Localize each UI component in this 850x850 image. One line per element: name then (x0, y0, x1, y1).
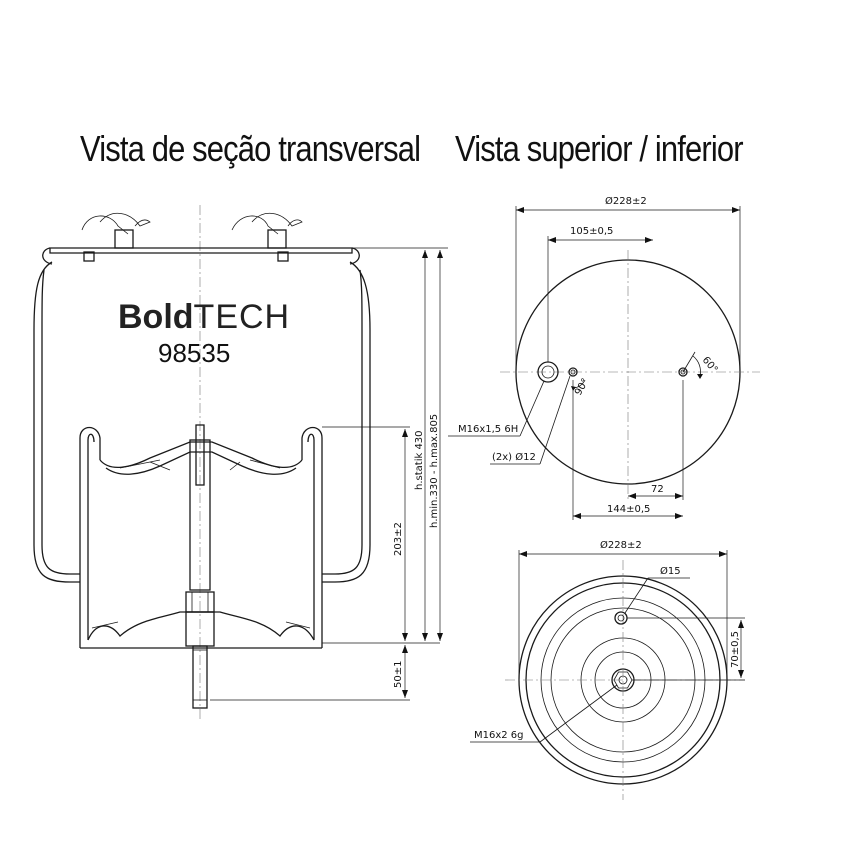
piston-bottom-profile (87, 611, 315, 641)
label-m16-thread: M16x1,5 6H (458, 424, 518, 435)
dim-105: 105±0,5 (570, 226, 613, 237)
clip-right (231, 213, 303, 235)
hole-12-right (678, 367, 688, 377)
piston-walls-inner (87, 433, 315, 640)
bellows-outer-right (322, 261, 371, 583)
bellows-outer-left (33, 261, 80, 583)
rod-top (195, 424, 205, 486)
dim-72: 72 (651, 484, 664, 495)
stud-right (277, 251, 289, 262)
center-rod-upper (189, 439, 211, 591)
m16-hole (537, 361, 559, 383)
dim-statik: h.statik 430 (414, 430, 425, 490)
part-number: 98535 (158, 338, 230, 368)
bottom-dia: Ø228±2 (600, 539, 642, 551)
piston-cap-ribs (119, 459, 281, 471)
bellows-inner-left (41, 269, 80, 575)
top-plate (49, 247, 353, 254)
section-view-heading: Vista de seção transversal (80, 128, 421, 169)
dim-144: 144±0,5 (607, 504, 650, 515)
clip-right-base (267, 229, 287, 249)
label-hole-15: Ø15 (660, 565, 681, 577)
angle-90: 90° (573, 377, 591, 398)
top-bottom-view-heading: Vista superior / inferior (455, 128, 744, 169)
brand-logo: BoldTECH (118, 298, 290, 336)
top-dia: Ø228±2 (605, 195, 647, 207)
top-view: Ø228±2 105±0,5 90° 60° 72 144±0,5 M1 (448, 195, 760, 520)
bottom-stud (192, 645, 208, 709)
label-hole-12: (2x) Ø12 (492, 451, 536, 463)
stud-left (83, 251, 95, 262)
hole-12-left (568, 367, 578, 377)
label-m16-stud: M16x2 6g (474, 730, 524, 741)
piston-bottom-detail (91, 621, 311, 629)
dim-203: 203±2 (393, 522, 404, 556)
piston-cap-inner (105, 451, 297, 475)
bellows-inner-right (322, 269, 363, 575)
piston-walls (79, 426, 323, 648)
bottom-view: Ø228±2 Ø15 70±0,5 M16x2 6g (470, 539, 745, 800)
piston-cap (99, 441, 303, 468)
dim-70: 70±0,5 (730, 631, 741, 668)
dim-minmax: h.min.330 - h.max.805 (429, 414, 440, 528)
dim-50: 50±1 (393, 661, 404, 688)
clip-left-base (114, 229, 134, 249)
angle-60: 60° (700, 355, 720, 376)
cross-section-view: BoldTECH 98535 h.statik 430 h.min.330 - … (33, 205, 448, 720)
hole-15 (614, 611, 628, 625)
clip-left (81, 213, 151, 235)
